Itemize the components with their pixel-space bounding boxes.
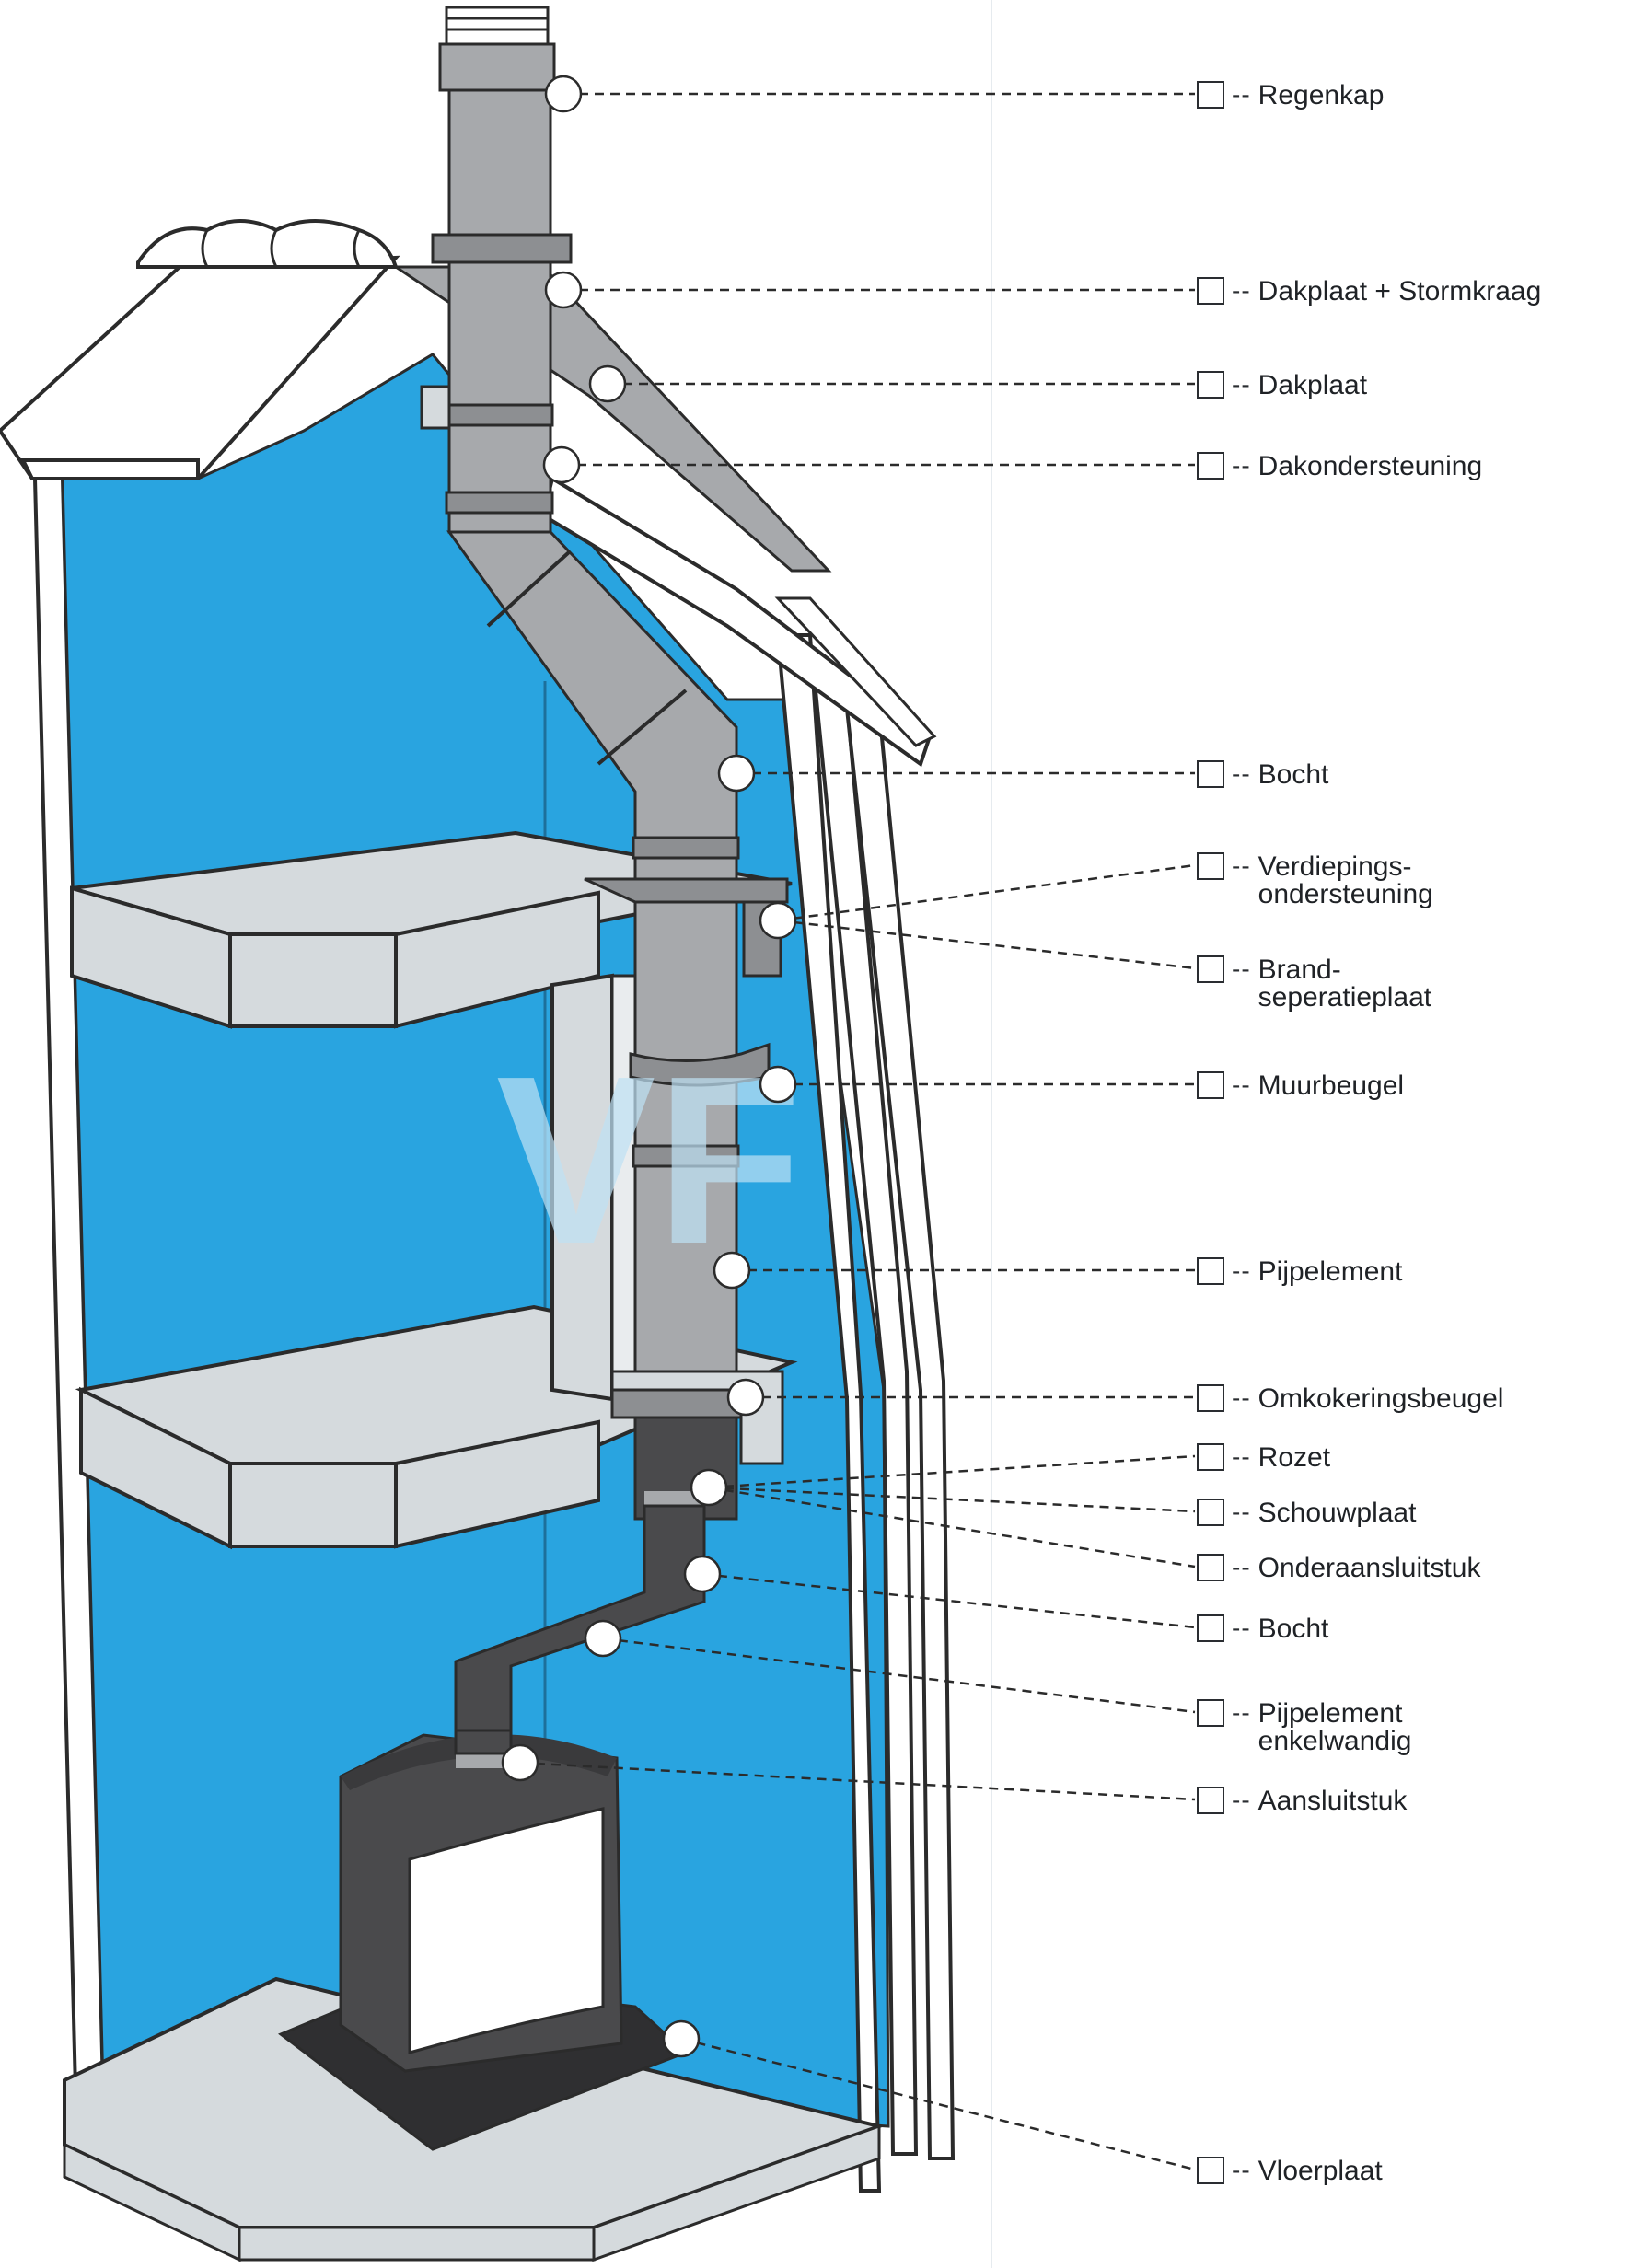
label-text-line2: ondersteuning bbox=[1257, 879, 1433, 909]
marker-rozet bbox=[690, 1468, 728, 1507]
marker-pijpelement bbox=[713, 1251, 751, 1290]
label-text: Onderaansluitstuk bbox=[1257, 1553, 1481, 1583]
label-text-line2: enkelwandig bbox=[1257, 1726, 1412, 1756]
checkbox-bocht-bottom[interactable] bbox=[1197, 1614, 1224, 1642]
stove-window bbox=[408, 1807, 605, 2054]
label-text: Dakplaat bbox=[1257, 370, 1368, 400]
label-vloerplaat: -- Vloerplaat bbox=[1197, 2155, 1383, 2192]
label-text-line1: Verdiepings- bbox=[1257, 851, 1412, 882]
label-text: Omkokeringsbeugel bbox=[1257, 1383, 1504, 1414]
label-dakondersteuning: -- Dakondersteuning bbox=[1197, 450, 1482, 487]
label-omkokeringsbeugel: -- Omkokeringsbeugel bbox=[1197, 1383, 1503, 1419]
checkbox-dakplaat-stormkraag[interactable] bbox=[1197, 277, 1224, 305]
marker-verdiepingsondersteuning bbox=[759, 901, 797, 940]
label-pijpelement: -- Pijpelement bbox=[1197, 1256, 1402, 1292]
checkbox-omkokeringsbeugel[interactable] bbox=[1197, 1384, 1224, 1412]
pipe-upper bbox=[447, 88, 552, 534]
label-text: Pijpelement bbox=[1257, 1256, 1403, 1287]
label-text: Muurbeugel bbox=[1257, 1070, 1405, 1101]
marker-dakondersteuning bbox=[542, 446, 581, 484]
checkbox-dakondersteuning[interactable] bbox=[1197, 452, 1224, 480]
label-text: Rozet bbox=[1257, 1442, 1331, 1473]
marker-omkokeringsbeugel bbox=[726, 1378, 765, 1417]
checkbox-bocht-top[interactable] bbox=[1197, 760, 1224, 788]
label-schouwplaat: -- Schouwplaat bbox=[1197, 1497, 1416, 1533]
label-muurbeugel: -- Muurbeugel bbox=[1197, 1070, 1404, 1106]
label-text: Dakondersteuning bbox=[1257, 451, 1483, 481]
label-aansluitstuk: -- Aansluitstuk bbox=[1197, 1785, 1407, 1822]
checkbox-vloerplaat[interactable] bbox=[1197, 2157, 1224, 2184]
checkbox-muurbeugel[interactable] bbox=[1197, 1071, 1224, 1099]
storm-collar bbox=[431, 233, 573, 264]
marker-pijpelement-enkelwandig bbox=[584, 1619, 622, 1658]
label-text: Aansluitstuk bbox=[1257, 1786, 1408, 1816]
marker-dakplaat bbox=[588, 364, 627, 403]
watermark: VF bbox=[496, 1027, 802, 1294]
label-pijpelement-enkelwandig: -- Pijpelement enkelwandig bbox=[1197, 1697, 1411, 1755]
label-regenkap: -- Regenkap bbox=[1197, 79, 1384, 116]
checkbox-rozet[interactable] bbox=[1197, 1443, 1224, 1471]
label-dakplaat: -- Dakplaat bbox=[1197, 369, 1367, 406]
checkbox-schouwplaat[interactable] bbox=[1197, 1498, 1224, 1526]
marker-vloerplaat bbox=[662, 2019, 701, 2058]
roof-left-edge bbox=[19, 458, 200, 480]
label-text: Dakplaat + Stormkraag bbox=[1257, 276, 1542, 307]
checkbox-dakplaat[interactable] bbox=[1197, 371, 1224, 399]
label-brandseperatieplaat: -- Brand- seperatieplaat bbox=[1197, 954, 1431, 1012]
checkbox-regenkap[interactable] bbox=[1197, 81, 1224, 109]
label-text-line2: seperatieplaat bbox=[1257, 982, 1432, 1012]
checkbox-brandseperatieplaat[interactable] bbox=[1197, 955, 1224, 983]
label-text: Regenkap bbox=[1257, 80, 1385, 110]
label-text: Bocht bbox=[1257, 1614, 1329, 1644]
checkbox-pijpelement[interactable] bbox=[1197, 1257, 1224, 1285]
label-text-line1: Pijpelement bbox=[1257, 1698, 1403, 1729]
label-text: Schouwplaat bbox=[1257, 1498, 1417, 1528]
divider-line bbox=[991, 0, 992, 2268]
label-text: Bocht bbox=[1257, 759, 1329, 790]
marker-bocht-bottom bbox=[683, 1555, 722, 1593]
checkbox-aansluitstuk[interactable] bbox=[1197, 1787, 1224, 1814]
marker-dakplaat-stormkraag bbox=[544, 271, 583, 309]
checkbox-pijpelement-enkelwandig[interactable] bbox=[1197, 1699, 1224, 1727]
checkbox-verdiepingsondersteuning[interactable] bbox=[1197, 852, 1224, 880]
label-verdiepingsondersteuning: -- Verdiepings- ondersteuning bbox=[1197, 850, 1433, 908]
label-dakplaat-stormkraag: -- Dakplaat + Stormkraag bbox=[1197, 275, 1541, 312]
label-text: Vloerplaat bbox=[1257, 2156, 1383, 2186]
right-wall-slab-1 bbox=[775, 633, 882, 2193]
roof-support bbox=[420, 385, 451, 430]
label-bocht-bottom: -- Bocht bbox=[1197, 1613, 1328, 1649]
label-bocht-top: -- Bocht bbox=[1197, 758, 1328, 795]
floor-support bbox=[584, 877, 789, 904]
marker-bocht-top bbox=[717, 754, 756, 793]
rain-cap bbox=[438, 6, 556, 92]
label-rozet: -- Rozet bbox=[1197, 1441, 1330, 1478]
marker-aansluitstuk bbox=[501, 1743, 539, 1782]
label-onderaansluitstuk: -- Onderaansluitstuk bbox=[1197, 1552, 1480, 1589]
pipe-lower bbox=[633, 836, 738, 1419]
label-text-line1: Brand- bbox=[1257, 955, 1341, 985]
marker-regenkap bbox=[544, 75, 583, 113]
marker-muurbeugel bbox=[759, 1065, 797, 1104]
checkbox-onderaansluitstuk[interactable] bbox=[1197, 1554, 1224, 1581]
